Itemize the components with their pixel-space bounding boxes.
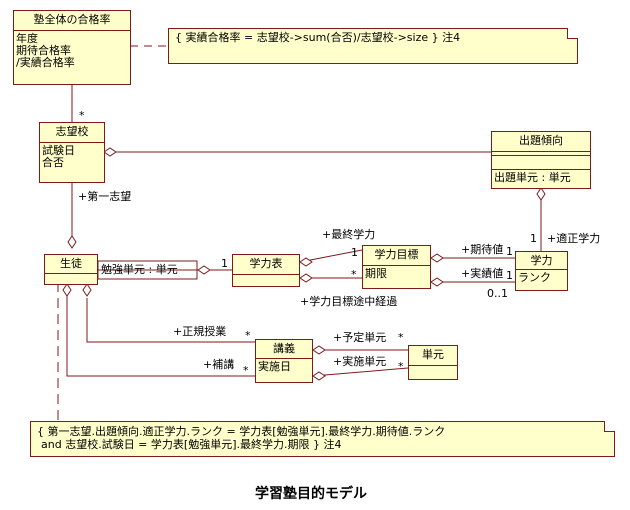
role-label-planned-unit: +予定単元 (333, 331, 387, 344)
role-label-expected: +期待値 (461, 243, 504, 256)
constraint-note-bottom: { 第一志望.出題傾向.適正学力.ランク = 学力表[勉強単元].最終学力.期待… (30, 421, 615, 457)
multiplicity-label: * (351, 268, 357, 281)
multiplicity-label: 1 (221, 257, 228, 270)
attribute-pass-fail: 合否 (42, 156, 64, 169)
role-label-appropriate: +適正学力 (547, 232, 601, 245)
note-text-line1: { 第一志望.出題傾向.適正学力.ランク = 学力表[勉強単元].最終学力.期待… (37, 425, 446, 438)
aggregation-diamond-shiboukou-shutsudai (103, 147, 117, 157)
diagram-caption: 学習塾目的モデル (255, 486, 367, 502)
note-text-line2: and 志望校.試験日 = 学力表[勉強単元].最終学力.期限 } 注4 (41, 438, 342, 451)
multiplicity-label: 1 (351, 246, 358, 259)
class-kougi: 講義 実施日 (255, 339, 313, 383)
multiplicity-label: 1 (506, 245, 513, 258)
assoc-supplementary (66, 296, 255, 377)
note-fold-corner (604, 421, 615, 432)
attribute-actual-rate: /実績合格率 (16, 56, 75, 69)
class-gakuryokuhyo: 学力表 (232, 254, 300, 287)
assoc-executed (312, 367, 409, 377)
aggregation-diamond-seito-right (82, 283, 92, 297)
class-title: 出題傾向 (492, 132, 590, 152)
aggregation-diamond-seito-left (62, 283, 72, 297)
aggregation-diamond-shutsudai (536, 187, 546, 201)
class-juku-pass-rate: 塾全体の合格率 年度 期待合格率 /実績合格率 (13, 10, 131, 85)
constraint-note-top: { 実績合格率 = 志望校->sum(合否)/志望校->size } 注4 (168, 28, 578, 64)
class-title: 学力 (516, 252, 567, 270)
multiplicity-label: 1 (530, 232, 537, 245)
aggregation-diamond-hyo-top (299, 257, 313, 267)
attribute-exam-date: 試験日 (42, 144, 75, 157)
multiplicity-label: 1 (506, 269, 513, 282)
qualifier-box (97, 260, 198, 280)
attribute-date: 実施日 (258, 360, 291, 373)
aggregation-diamond-moku-top (430, 253, 444, 263)
class-title: 学力表 (233, 255, 299, 275)
aggregation-diamond-first-choice (67, 235, 77, 249)
class-shutsudai: 出題傾向 出題単元 : 単元 (491, 131, 591, 189)
role-label-first-choice: +第一志望 (78, 190, 132, 203)
role-label-intermediate: +学力目標途中経過 (300, 295, 398, 308)
attribute-expected-rate: 期待合格率 (16, 44, 71, 57)
class-title: 生徒 (45, 255, 97, 274)
class-title: 単元 (409, 346, 457, 366)
qualifier-label: 勉強単元 : 単元 (101, 263, 178, 276)
attribute-rank: ランク (518, 271, 551, 284)
multiplicity-label: * (79, 109, 85, 122)
assoc-regular-class (86, 298, 255, 343)
aggregation-diamond-kougi-top (312, 345, 326, 355)
aggregation-diamond-hyo-bottom (299, 273, 313, 283)
class-gakuryoku: 学力 ランク (515, 251, 568, 291)
class-seito: 生徒 (44, 254, 98, 285)
class-title: 塾全体の合格率 (14, 11, 130, 31)
class-title: 学力目標 (363, 246, 430, 266)
class-gakuryokumokuhyo: 学力目標 期限 (362, 245, 431, 289)
class-shiboukou: 志望校 試験日 合否 (39, 122, 105, 183)
attribute-exam-unit: 出題単元 : 単元 (492, 169, 590, 184)
assoc-final-ability (299, 249, 363, 263)
aggregation-diamond-kougi-bottom (312, 371, 326, 381)
class-tangen: 単元 (408, 345, 458, 380)
class-title: 志望校 (40, 123, 104, 143)
note-text: { 実績合格率 = 志望校->sum(合否)/志望校->size } 注4 (175, 31, 461, 44)
attribute-year: 年度 (16, 32, 38, 45)
aggregation-diamond-hyo (197, 265, 211, 275)
role-label-final-ability: +最終学力 (322, 228, 376, 241)
note-fold-corner (567, 28, 578, 39)
multiplicity-label: * (398, 360, 404, 373)
aggregation-diamond-moku-bottom (430, 277, 444, 287)
role-label-supplementary: +補講 (203, 358, 235, 371)
class-empty-section (492, 155, 590, 169)
attribute-deadline: 期限 (365, 267, 387, 280)
class-title: 講義 (256, 340, 312, 359)
role-label-regular-class: +正規授業 (173, 325, 227, 338)
multiplicity-label: * (245, 329, 251, 342)
multiplicity-label: 0..1 (487, 287, 508, 300)
multiplicity-label: * (398, 331, 404, 344)
role-label-actual: +実績値 (461, 267, 504, 280)
role-label-executed-unit: +実施単元 (333, 355, 387, 368)
multiplicity-label: * (243, 364, 249, 377)
